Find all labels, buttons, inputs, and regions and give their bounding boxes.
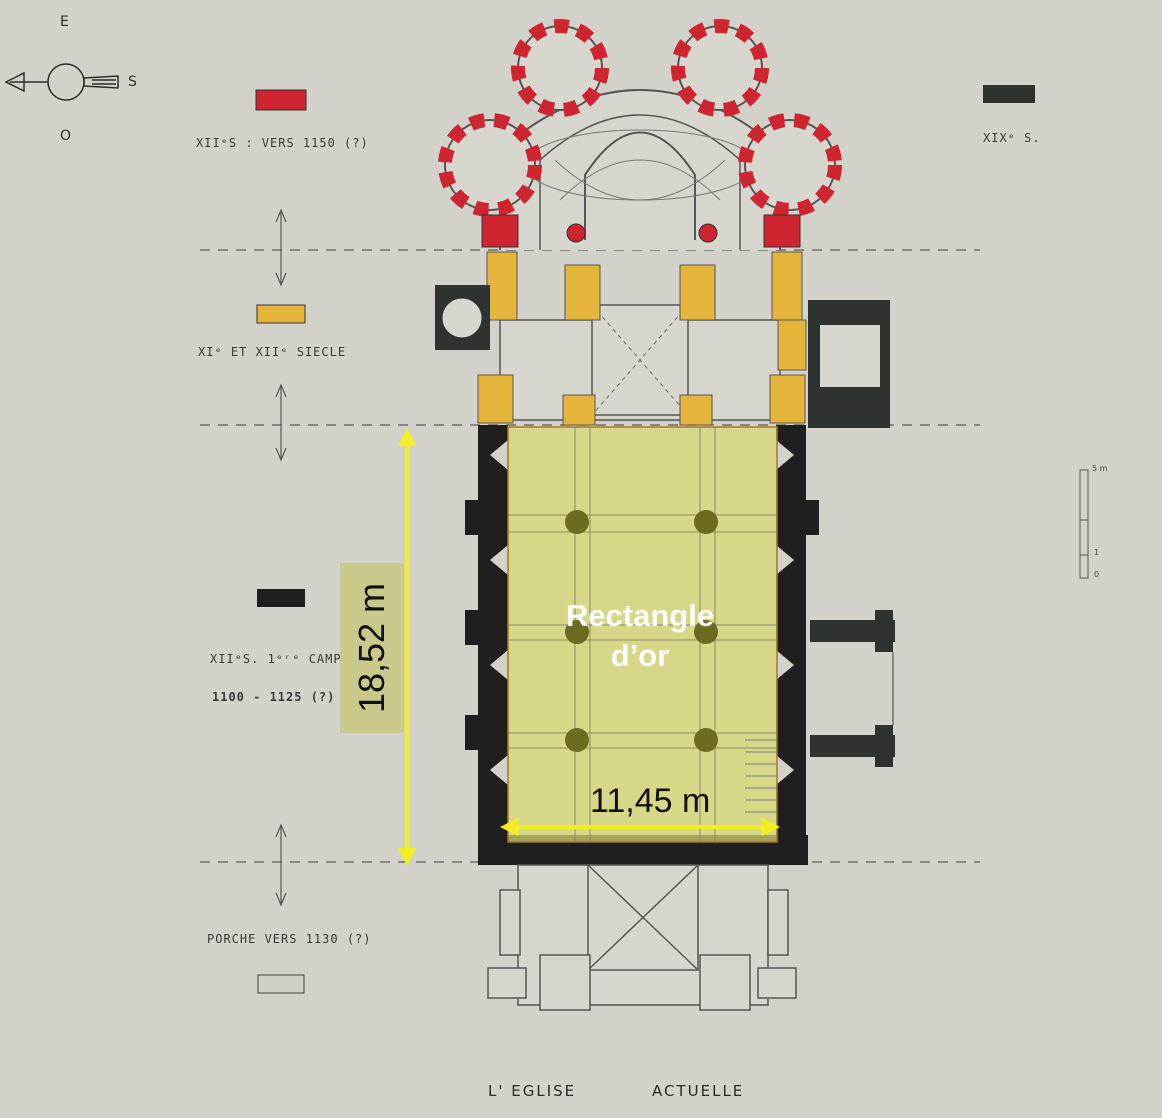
legend-label-campaign-dates: 1100 - 1125 (?) xyxy=(212,690,336,704)
legend-label-19c: XIXᵉ S. xyxy=(983,131,1041,145)
scale-label-top: 5 m xyxy=(1092,464,1108,473)
south-buttresses xyxy=(810,390,895,767)
porch xyxy=(487,864,797,1011)
width-dimension-label: 11,45 m xyxy=(590,782,711,820)
golden-rectangle-title-line1: Rectangle xyxy=(565,598,715,633)
caption-right: ACTUELLE xyxy=(652,1082,745,1100)
compass-letter-right: S xyxy=(128,74,137,90)
legend-label-11-12c: XIᵉ ET XIIᵉ SIECLE xyxy=(198,345,347,359)
legend-swatch-porch xyxy=(257,974,305,994)
compass-letter-bottom: O xyxy=(60,128,72,144)
golden-rectangle-title: Rectangle d’or xyxy=(520,596,760,676)
legend-label-12c-1150: XIIᵉS : VERS 1150 (?) xyxy=(196,136,369,150)
legend-swatch-yellow xyxy=(256,304,306,324)
legend-swatch-red xyxy=(255,89,307,111)
compass-rose xyxy=(4,63,119,101)
legend-label-porch: PORCHE VERS 1130 (?) xyxy=(207,932,372,946)
transept-crossing xyxy=(435,251,890,428)
legend-swatch-black xyxy=(257,589,305,607)
apse-chevet xyxy=(438,19,842,250)
scale-label-mid: 1 xyxy=(1094,548,1100,557)
height-dimension-label: 18,52 m xyxy=(351,582,392,714)
compass-letter-top: E xyxy=(60,14,69,30)
scale-bar xyxy=(1079,469,1089,579)
caption-left: L' EGLISE xyxy=(488,1082,577,1100)
legend-label-12c-campaign: XIIᵉS. 1ᵉʳᵉ CAMPAGNE xyxy=(210,652,375,666)
legend-swatch-dark xyxy=(983,85,1035,103)
height-label-background xyxy=(340,563,404,733)
scale-label-bottom: 0 xyxy=(1094,570,1100,579)
dimension-arrows xyxy=(398,428,780,866)
golden-rectangle-title-line2: d’or xyxy=(610,638,670,673)
golden-rectangle-overlay xyxy=(507,426,778,843)
period-arrows xyxy=(275,208,287,907)
nave-walls xyxy=(465,425,819,865)
